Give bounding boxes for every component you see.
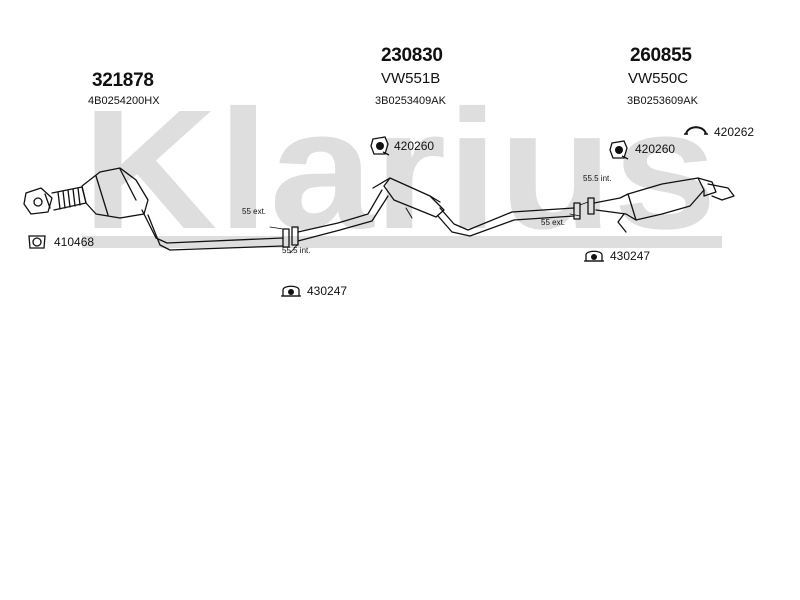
clamp-right-code: 430247 [610, 249, 651, 263]
rubber-mount-icon-right [609, 140, 629, 160]
watermark-bar [82, 236, 722, 248]
clamp-icon-right [584, 250, 604, 262]
clamp-icon [281, 285, 301, 297]
model-rear: VW550C [628, 70, 689, 87]
hanger-icon [684, 126, 708, 135]
clamp-left-code: 430247 [307, 284, 348, 298]
center-silencer [372, 177, 445, 219]
part-number-center: 230830 [381, 45, 443, 66]
center-pipe [297, 189, 389, 242]
joint-left-int: 55.5 int. [282, 246, 311, 255]
oem-number-center: 3B0253409AK [375, 95, 446, 107]
rubber-mount-icon [370, 136, 390, 156]
right-joint [569, 197, 595, 220]
oem-number-rear: 3B0253609AK [627, 95, 698, 107]
joint-right-ext: 55 ext. [541, 218, 566, 227]
rear-silencer [593, 177, 735, 233]
oem-number-front: 4B0254200HX [88, 95, 160, 107]
rear-link-pipe [437, 207, 575, 237]
front-pipe [141, 209, 284, 251]
catalytic-converter [81, 167, 149, 219]
brand-watermark: Klarius [82, 98, 722, 265]
mount-center-code: 420260 [394, 139, 435, 153]
flex-pipe [51, 186, 87, 211]
part-number-front: 321878 [92, 70, 154, 91]
left-joint [269, 226, 299, 254]
gasket-icon [28, 235, 46, 249]
front-flange [23, 187, 53, 215]
mount-right-code: 420260 [635, 142, 676, 156]
joint-left-ext: 55 ext. [242, 207, 267, 216]
part-number-rear: 260855 [630, 45, 692, 66]
hanger-code: 420262 [714, 125, 755, 139]
gasket-code: 410468 [54, 235, 95, 249]
joint-right-int: 55.5 int. [583, 174, 612, 183]
model-center: VW551B [381, 70, 441, 87]
